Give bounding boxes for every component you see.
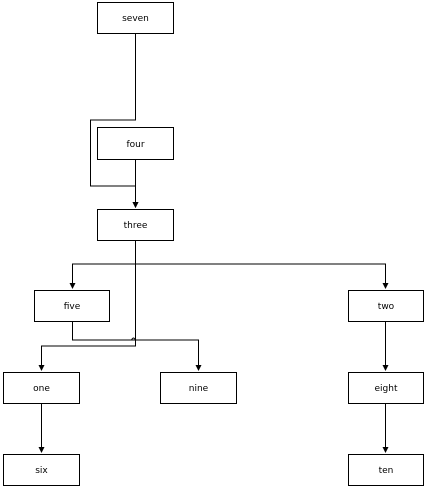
edge-three-two — [135, 263, 389, 289]
edge-five-nine — [72, 322, 202, 371]
node-label: two — [378, 302, 395, 312]
node-seven[interactable]: seven — [97, 2, 174, 34]
node-label: one — [33, 384, 50, 394]
node-eight[interactable]: eight — [348, 372, 424, 404]
node-one[interactable]: one — [3, 372, 80, 404]
node-label: three — [124, 221, 148, 231]
node-label: ten — [379, 466, 394, 476]
node-label: eight — [375, 384, 398, 394]
edge-three-five — [69, 240, 136, 289]
node-label: four — [126, 140, 144, 150]
node-label: seven — [122, 14, 149, 24]
node-two[interactable]: two — [348, 290, 424, 322]
node-six[interactable]: six — [3, 454, 80, 486]
node-nine[interactable]: nine — [160, 372, 237, 404]
edge-seven-three — [90, 33, 139, 208]
node-five[interactable]: five — [34, 290, 110, 322]
node-four[interactable]: four — [97, 127, 174, 160]
edges — [38, 33, 389, 453]
node-label: six — [35, 466, 48, 476]
node-three[interactable]: three — [97, 209, 174, 241]
node-label: five — [64, 302, 81, 312]
node-ten[interactable]: ten — [348, 454, 424, 486]
node-label: nine — [189, 384, 209, 394]
